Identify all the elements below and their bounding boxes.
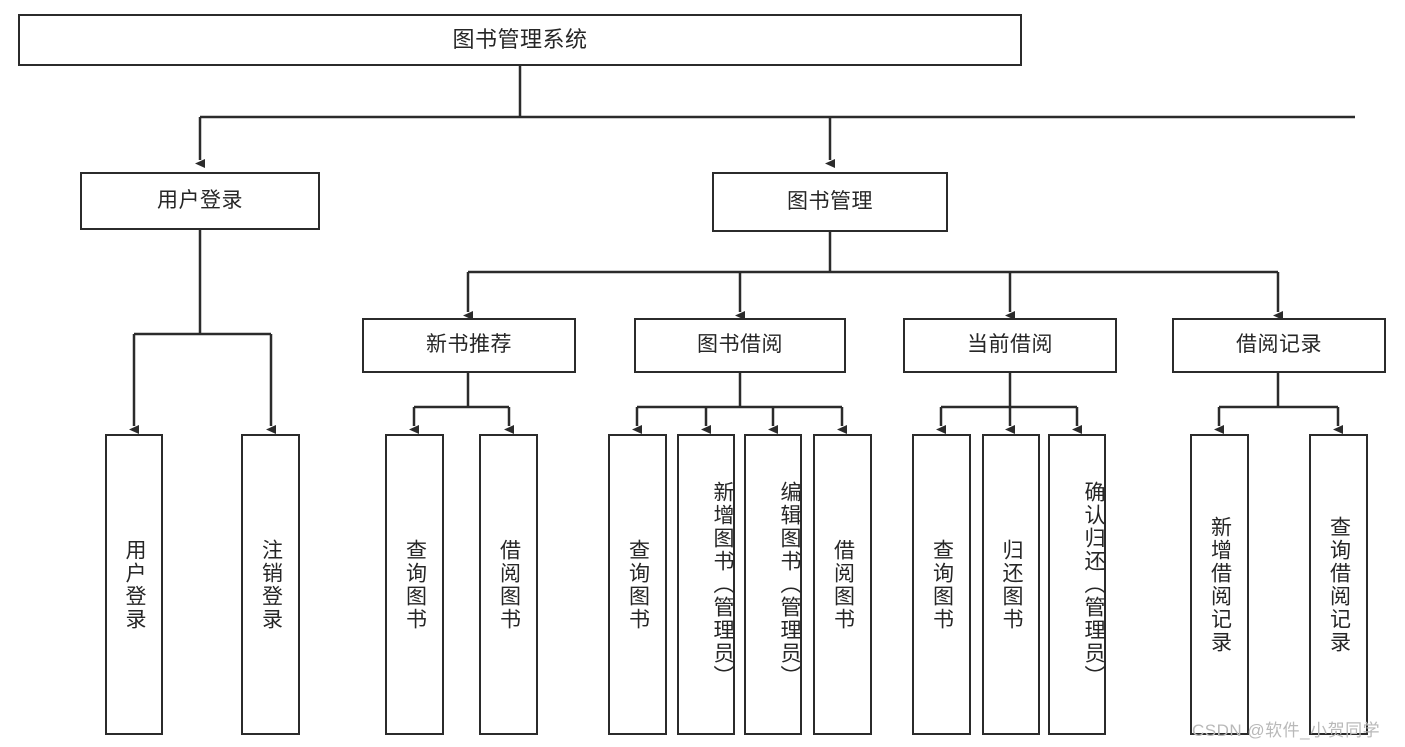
leaf-add-book-admin[interactable]: 新增图书（管理员） — [677, 434, 735, 735]
node-book-management[interactable]: 图书管理 — [712, 172, 948, 232]
leaf-edit-book-admin[interactable]: 编辑图书（管理员） — [744, 434, 802, 735]
node-book-borrow[interactable]: 图书借阅 — [634, 318, 846, 373]
leaf-borrow-book[interactable]: 借阅图书 — [813, 434, 872, 735]
leaf-borrow-book-recommend[interactable]: 借阅图书 — [479, 434, 538, 735]
leaf-label: 查询借阅记录 — [1327, 515, 1351, 654]
leaf-user-login[interactable]: 用户登录 — [105, 434, 163, 735]
leaf-add-borrow-record[interactable]: 新增借阅记录 — [1190, 434, 1249, 735]
leaf-query-book-current[interactable]: 查询图书 — [912, 434, 971, 735]
leaf-label: 归还图书 — [1000, 538, 1024, 631]
node-borrow-records[interactable]: 借阅记录 — [1172, 318, 1386, 373]
leaf-label: 确认归还（管理员） — [1082, 481, 1105, 688]
leaf-label: 查询图书 — [930, 538, 954, 631]
node-current-borrow[interactable]: 当前借阅 — [903, 318, 1117, 373]
leaf-label: 用户登录 — [123, 538, 147, 631]
leaf-return-book[interactable]: 归还图书 — [982, 434, 1040, 735]
leaf-logout[interactable]: 注销登录 — [241, 434, 300, 735]
leaf-query-book-borrow[interactable]: 查询图书 — [608, 434, 667, 735]
node-new-book-recommend[interactable]: 新书推荐 — [362, 318, 576, 373]
node-root-system[interactable]: 图书管理系统 — [18, 14, 1022, 66]
leaf-label: 新增图书（管理员） — [711, 481, 734, 688]
leaf-query-borrow-record[interactable]: 查询借阅记录 — [1309, 434, 1368, 735]
leaf-label: 新增借阅记录 — [1208, 515, 1232, 654]
leaf-label: 编辑图书（管理员） — [778, 481, 801, 688]
leaf-label: 借阅图书 — [831, 538, 855, 631]
leaf-query-book-recommend[interactable]: 查询图书 — [385, 434, 444, 735]
node-user-login[interactable]: 用户登录 — [80, 172, 320, 230]
leaf-label: 查询图书 — [626, 538, 650, 631]
leaf-label: 借阅图书 — [497, 538, 521, 631]
csdn-watermark: CSDN @软件_小贺同学 — [1192, 721, 1381, 740]
leaf-confirm-return-admin[interactable]: 确认归还（管理员） — [1048, 434, 1106, 735]
leaf-label: 注销登录 — [259, 538, 283, 631]
leaf-label: 查询图书 — [403, 538, 427, 631]
